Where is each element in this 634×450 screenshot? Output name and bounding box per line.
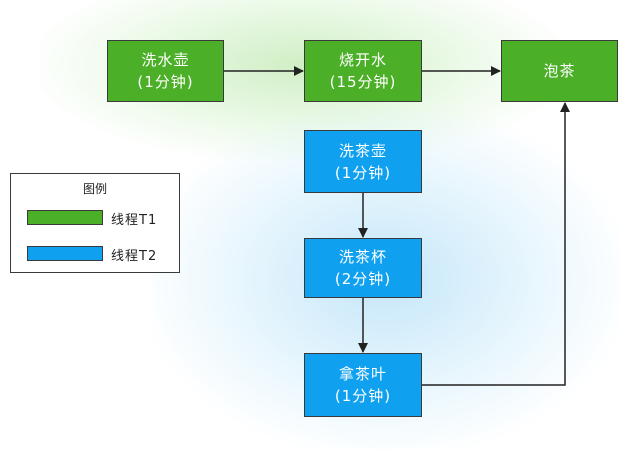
node-wash-kettle-duration: (1分钟) [137,73,194,91]
node-wash-kettle: 洗水壶 (1分钟) [107,40,224,102]
node-make-tea: 泡茶 [501,40,618,102]
node-boil-water-name: 烧开水 [338,51,387,69]
arrows-layer [224,66,570,386]
legend: 图例 线程T1 线程T2 [10,173,180,273]
legend-title: 图例 [82,182,107,196]
node-wash-teapot-name: 洗茶壶 [338,141,387,160]
node-wash-cups-name: 洗茶杯 [338,248,387,266]
node-boil-water: 烧开水 (15分钟) [304,40,422,102]
legend-label-t1: 线程T1 [111,213,158,228]
node-wash-teapot-duration: (1分钟) [334,163,392,182]
node-wash-cups-duration: (2分钟) [334,270,392,288]
node-wash-kettle-name: 洗水壶 [141,51,190,69]
legend-swatch-t2 [27,246,103,261]
node-make-tea-name: 泡茶 [543,62,576,80]
node-wash-teapot: 洗茶壶 (1分钟) [304,130,422,193]
node-get-tea-leaves-duration: (1分钟) [334,387,392,405]
legend-label-t2: 线程T2 [111,249,158,264]
node-get-tea-leaves: 拿茶叶 (1分钟) [304,353,422,417]
arrow-get-tea-leaves-to-make-tea [422,102,570,386]
node-wash-cups: 洗茶杯 (2分钟) [304,238,422,298]
node-get-tea-leaves-name: 拿茶叶 [338,365,387,383]
node-boil-water-duration: (15分钟) [329,73,397,91]
legend-swatch-t1 [27,210,103,225]
